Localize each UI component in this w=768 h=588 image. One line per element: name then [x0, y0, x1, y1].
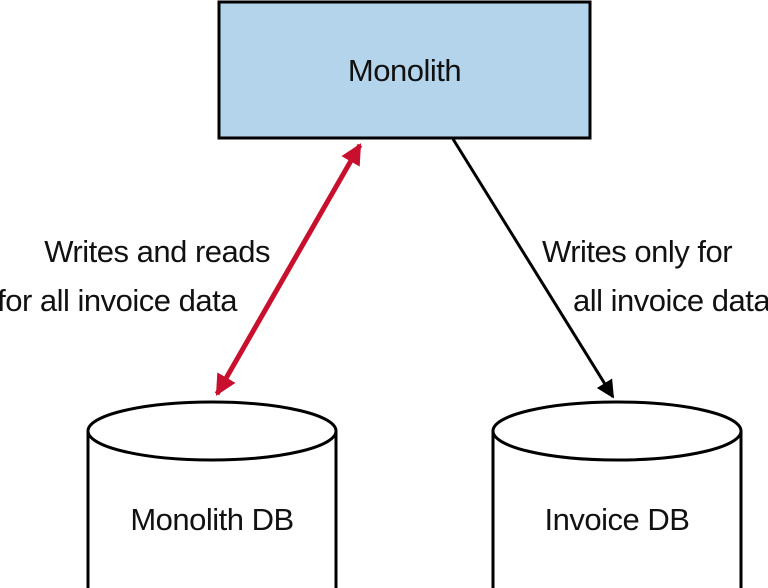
monolith-label: Monolith — [348, 53, 461, 88]
edge-label-writes-only-for: Writes only for — [542, 234, 732, 269]
one-way-arrow — [451, 138, 615, 399]
invoice-db-label: Invoice DB — [545, 502, 690, 537]
monolith-node: Monolith — [217, 0, 592, 140]
invoice-db-cylinder-sides — [491, 431, 743, 588]
invoice-db-cylinder-fill — [493, 431, 741, 588]
invoice-db-node: Invoice DB — [491, 400, 743, 588]
edge-label-writes-and-reads: Writes and reads — [44, 234, 270, 269]
monolith-db-label: Monolith DB — [130, 502, 293, 537]
monolith-db-node: Monolith DB — [86, 400, 338, 588]
edge-label-all-invoice-data: all invoice data — [573, 283, 768, 318]
monolith-db-cylinder-top — [86, 400, 338, 462]
invoice-db-cylinder-top — [491, 400, 743, 462]
monolith-db-cylinder-fill — [88, 431, 336, 588]
edge-label-for-all-invoice-data: for all invoice data — [0, 283, 238, 318]
edge-monolith-to-invoice-db: Writes only for all invoice data — [451, 138, 768, 399]
edge-monolith-to-monolith-db: Writes and reads for all invoice data — [0, 143, 363, 396]
monolith-db-cylinder-sides — [86, 431, 338, 588]
monolith-box — [217, 0, 592, 140]
bidirectional-arrow — [214, 143, 363, 396]
